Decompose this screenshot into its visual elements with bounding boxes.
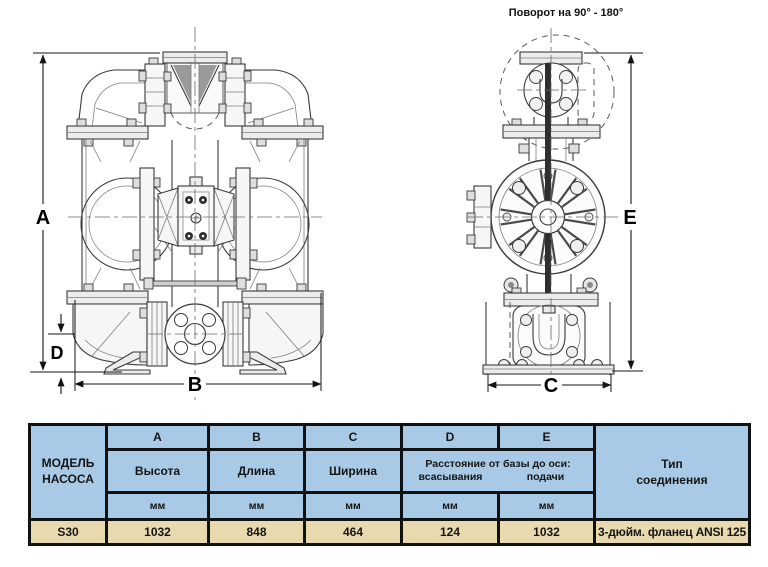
unit-b: мм bbox=[207, 491, 306, 521]
base-plate bbox=[482, 364, 615, 375]
value-d: 124 bbox=[400, 518, 500, 546]
dim-label-b: B bbox=[188, 374, 202, 396]
value-a: 1032 bbox=[105, 518, 210, 546]
col-header-letter-e: E bbox=[497, 423, 596, 451]
unit-a: мм bbox=[105, 491, 210, 521]
side-view: Поворот на 90° - 180° bbox=[466, 7, 628, 398]
col-header-letter-a: A bbox=[105, 423, 210, 451]
center-pipe bbox=[545, 63, 551, 203]
dim-label-a: A bbox=[36, 207, 50, 229]
col-header-letter-b: B bbox=[207, 423, 306, 451]
table-row-data: S30 1032 848 464 124 1032 3-дюйм. фланец… bbox=[28, 518, 751, 546]
unit-c: мм bbox=[303, 491, 403, 521]
value-b: 848 bbox=[207, 518, 306, 546]
model-header-line1: МОДЕЛЬ bbox=[41, 456, 95, 471]
de-header-right: подачи bbox=[526, 471, 565, 483]
connection-header-line2: соединения bbox=[636, 473, 708, 487]
dimensions-table: МОДЕЛЬ НАСОСА A B C D E Тип соединения В… bbox=[28, 423, 751, 546]
connection-header-cell: Тип соединения bbox=[593, 423, 751, 521]
col-header-letter-c: C bbox=[303, 423, 403, 451]
table-row-units: мм мм мм мм мм bbox=[30, 491, 750, 521]
value-e: 1032 bbox=[497, 518, 596, 546]
model-header-cell: МОДЕЛЬ НАСОСА bbox=[28, 423, 108, 521]
dim-label-c: C bbox=[544, 375, 558, 397]
table-row-names: Высота Длина Ширина Расстояние от базы д… bbox=[30, 448, 750, 494]
table-row-letters: МОДЕЛЬ НАСОСА A B C D E Тип соединения bbox=[28, 423, 751, 521]
model-value-cell: S30 bbox=[28, 518, 108, 546]
de-header-left: всасывания bbox=[418, 471, 483, 483]
col-header-letter-d: D bbox=[400, 423, 500, 451]
unit-d: мм bbox=[400, 491, 500, 521]
de-header-sub: всасывания подачи bbox=[403, 471, 593, 484]
connection-header-line1: Тип bbox=[661, 456, 683, 471]
left-foot bbox=[103, 351, 151, 375]
rotated-flange-ghost bbox=[577, 62, 595, 121]
model-header-line2: НАСОСА bbox=[42, 472, 94, 486]
dim-name-a: Высота bbox=[105, 448, 210, 494]
connection-value-cell: 3-дюйм. фланец ANSI 125 bbox=[593, 518, 751, 546]
side-view-dimensions: C E bbox=[487, 52, 643, 397]
dim-name-b: Длина bbox=[207, 448, 306, 494]
front-view bbox=[66, 27, 324, 400]
dim-label-d: D bbox=[51, 343, 64, 363]
pump-drawings: A D B Поворот на 90° - 180° bbox=[30, 7, 643, 400]
dim-label-e: E bbox=[623, 207, 636, 229]
rotation-dashed-circle bbox=[499, 34, 615, 150]
front-view-dimensions: A D B bbox=[30, 52, 322, 396]
de-header-title: Расстояние от базы до оси: bbox=[425, 458, 571, 471]
de-header-cell: Расстояние от базы до оси: всасывания по… bbox=[400, 448, 596, 494]
rotation-note: Поворот на 90° - 180° bbox=[509, 7, 624, 19]
unit-e: мм bbox=[497, 491, 596, 521]
right-foot bbox=[239, 351, 287, 375]
value-c: 464 bbox=[303, 518, 403, 546]
dim-name-c: Ширина bbox=[303, 448, 403, 494]
